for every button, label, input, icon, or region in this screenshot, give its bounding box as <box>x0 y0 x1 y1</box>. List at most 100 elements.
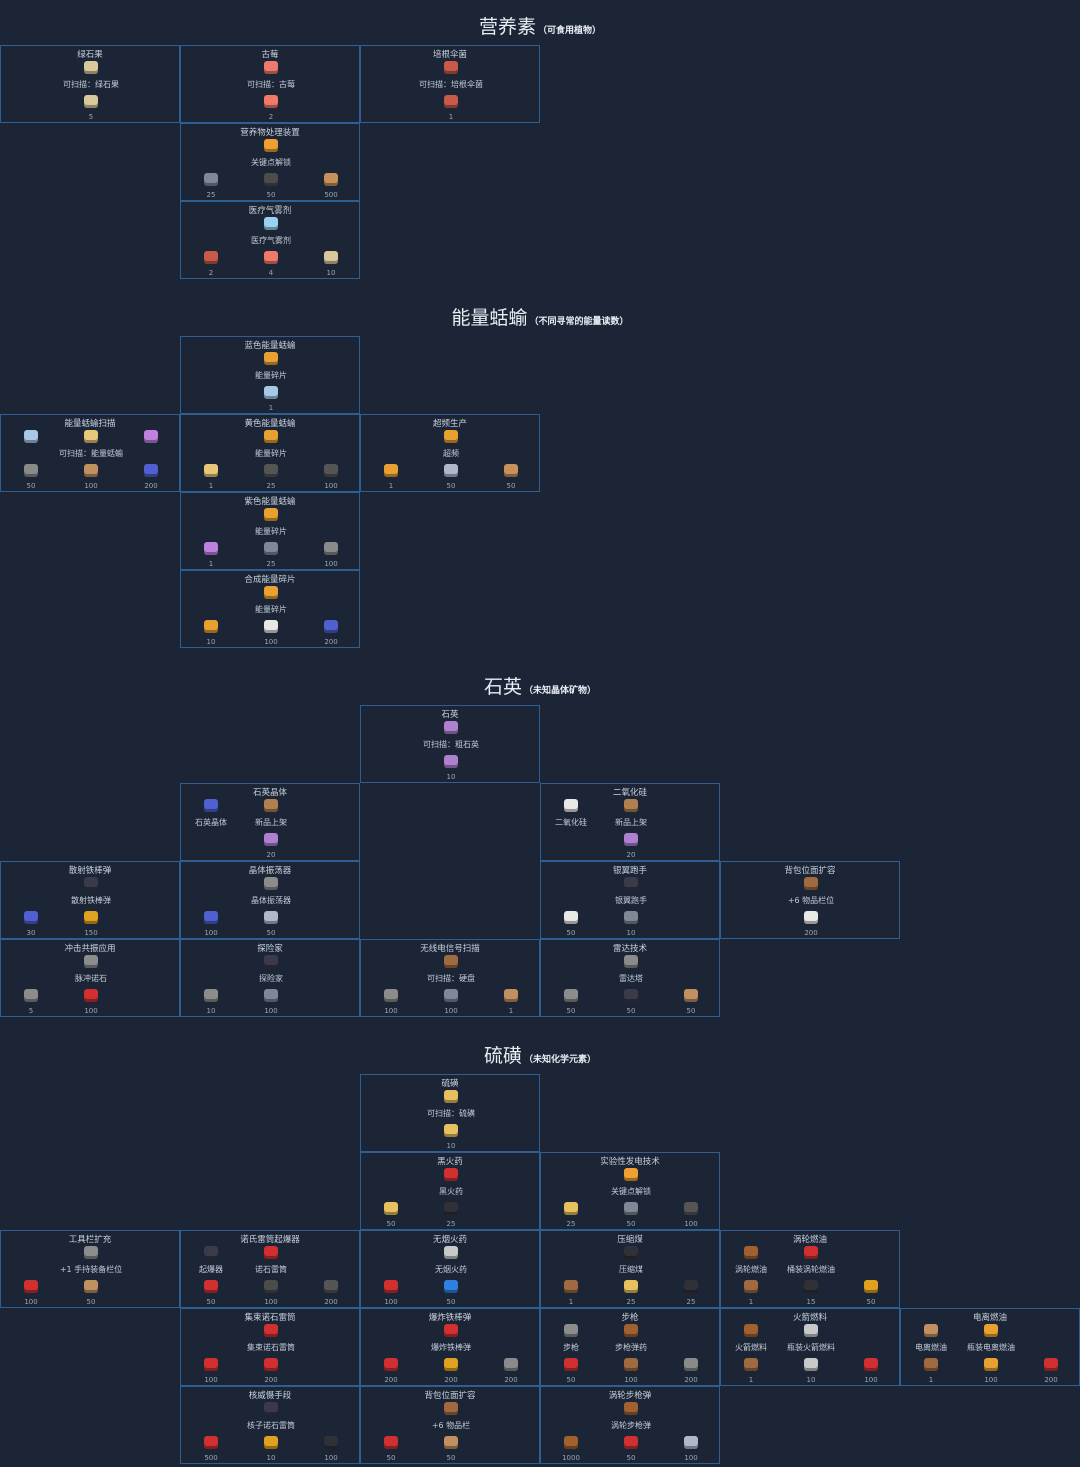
white-icon-glyph <box>264 619 278 633</box>
violet-icon <box>141 427 161 445</box>
red-icon <box>441 1321 461 1339</box>
bottle-icon <box>801 1355 821 1373</box>
hourglass-icon-glyph <box>204 619 218 633</box>
hourglass-icon-glyph <box>984 1323 998 1337</box>
dark-icon <box>81 874 101 892</box>
cube-icon-glyph <box>264 541 278 555</box>
mushroom-icon <box>441 92 461 110</box>
node-name: 石英晶体 <box>252 788 287 798</box>
coral-icon-glyph <box>264 94 278 108</box>
box-icon-glyph <box>684 988 698 1002</box>
node-name: 步枪 <box>621 1313 639 1323</box>
node-name: 晶体振荡器 <box>248 866 292 876</box>
gear-icon <box>561 986 581 1004</box>
crystal-icon-glyph <box>624 832 638 846</box>
camera-icon-glyph <box>924 1357 938 1371</box>
bottle-icon <box>801 1321 821 1339</box>
input-count: 50 <box>446 1454 456 1462</box>
gear-icon-glyph <box>204 988 218 1002</box>
reward-label: 核子诺石雷筒 <box>247 1421 295 1430</box>
node-name: 超频生产 <box>432 419 467 429</box>
red-icon <box>261 1355 281 1373</box>
input-count: 50 <box>386 1454 396 1462</box>
node-name: 诺氏雷筒起爆器 <box>240 1235 300 1245</box>
red-icon <box>561 1355 581 1373</box>
violet-icon <box>201 539 221 557</box>
red-icon <box>201 1433 221 1451</box>
red-icon-glyph <box>1044 1357 1058 1371</box>
gear-icon <box>561 1321 581 1339</box>
hourglass-icon-glyph <box>264 429 278 443</box>
reward-label: 二氧化硅 <box>555 818 587 827</box>
input-count: 25 <box>626 1298 636 1306</box>
yellowbox-icon <box>441 1355 461 1373</box>
hourglass-icon <box>261 427 281 445</box>
red-icon-glyph <box>204 1435 218 1449</box>
tire-icon-glyph <box>324 1279 338 1293</box>
cube-icon-glyph <box>624 910 638 924</box>
node-name: 医疗气雾剂 <box>248 206 292 216</box>
node-name: 压缩煤 <box>617 1235 643 1245</box>
input-count: 25 <box>206 191 216 199</box>
red-icon <box>21 1277 41 1295</box>
camera-icon-glyph <box>744 1357 758 1371</box>
input-count: 5 <box>88 113 94 121</box>
node-name: 培根伞菌 <box>432 50 467 60</box>
ore-icon-glyph <box>444 1089 458 1103</box>
reward-label: 新品上架 <box>615 818 647 827</box>
input-count: 10 <box>326 269 336 277</box>
spool-icon <box>501 461 521 479</box>
red-icon-glyph <box>264 1357 278 1371</box>
node-name: 实验性发电技术 <box>600 1157 660 1167</box>
section-subtitle: （不同寻常的能量读数） <box>529 317 629 327</box>
key-icon-glyph <box>264 138 278 152</box>
camera-icon <box>441 1399 461 1417</box>
tire-icon <box>261 461 281 479</box>
cube-icon-glyph <box>624 1201 638 1215</box>
reward-label: 火箭燃料 <box>735 1343 767 1352</box>
node-name: 背包位面扩容 <box>424 1391 476 1401</box>
ore-icon <box>381 1199 401 1217</box>
cube-icon <box>441 986 461 1004</box>
input-count: 4 <box>268 269 274 277</box>
hourglass-icon <box>981 1321 1001 1339</box>
